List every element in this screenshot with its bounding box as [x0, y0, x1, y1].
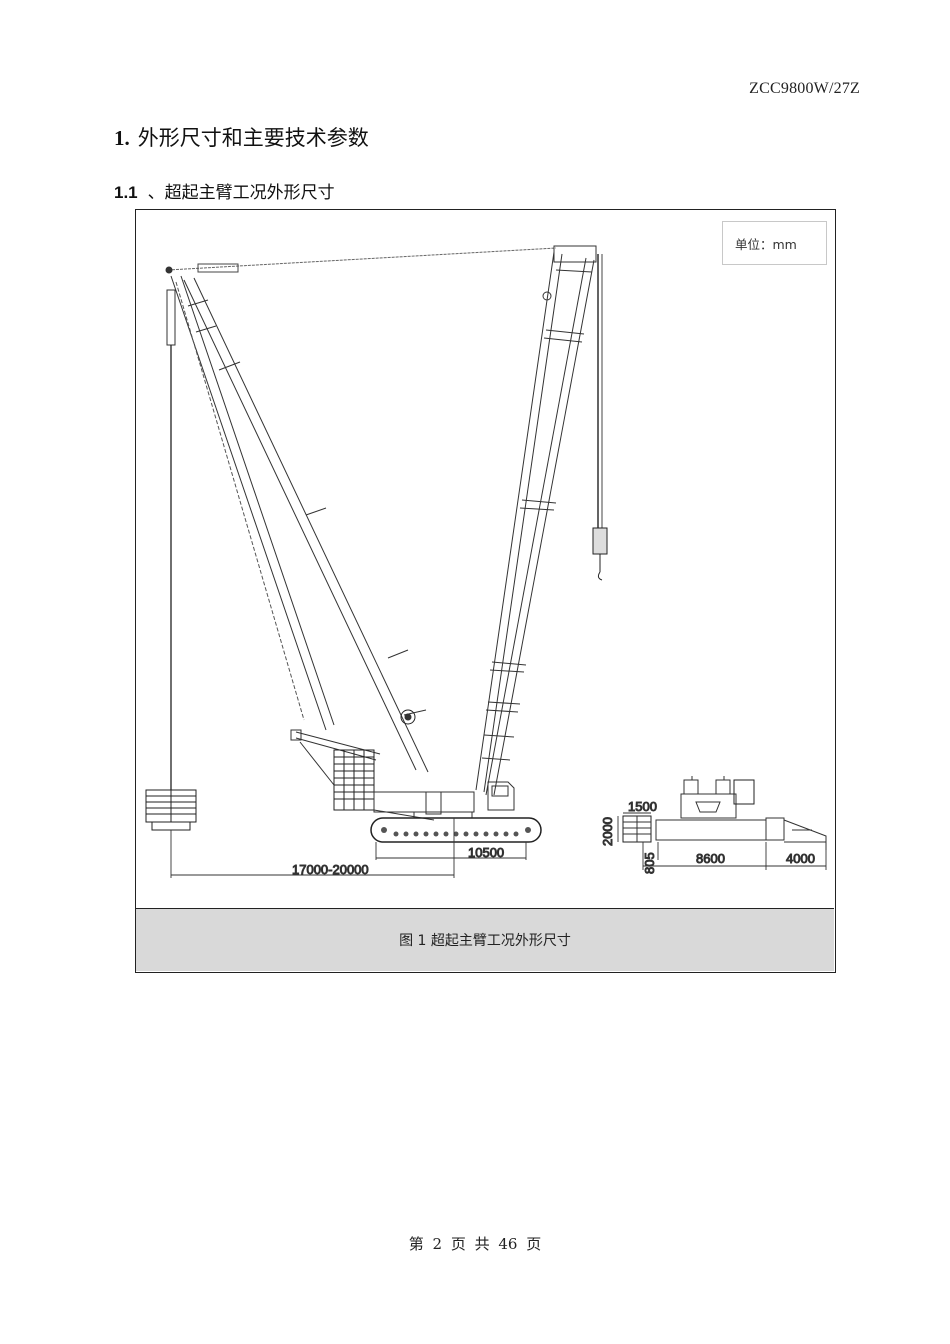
page-footer: 第 2 页 共 46 页	[408, 1235, 542, 1253]
figure-caption-band: 图 1 超起主臂工况外形尺寸	[136, 908, 834, 971]
subsection-heading: 1.1 、超起主臂工况外形尺寸	[114, 178, 335, 203]
dim-outrigger-width: 4000	[786, 851, 815, 866]
dim-vertical-left: 2000	[600, 817, 615, 846]
crane-drawing: 10500 17000-20000	[145, 245, 827, 878]
section-number: 1.	[114, 126, 130, 150]
dim-counterweight-width: 1500	[628, 799, 657, 814]
crane-front-view-drawing: 1500 8600 4000 2000 805	[600, 776, 827, 875]
unit-label-box: 单位：mm	[722, 221, 827, 265]
section-title: 外形尺寸和主要技术参数	[137, 126, 369, 150]
section-heading: 1. 外形尺寸和主要技术参数	[114, 122, 369, 152]
dim-superlift-radius: 17000-20000	[292, 862, 369, 877]
figure-1: 10500 17000-20000	[135, 209, 836, 973]
dim-track-length: 10500	[468, 845, 504, 860]
dim-overall-width: 8600	[696, 851, 725, 866]
subsection-number: 1.1	[114, 183, 138, 202]
dim-vertical-small: 805	[642, 852, 657, 874]
figure-caption: 图 1 超起主臂工况外形尺寸	[399, 933, 571, 949]
unit-label: 单位：mm	[735, 236, 797, 252]
subsection-title: 、超起主臂工况外形尺寸	[147, 183, 335, 203]
document-code: ZCC9800W/27Z	[749, 80, 860, 97]
crane-side-view-drawing: 10500 17000-20000	[145, 245, 608, 878]
